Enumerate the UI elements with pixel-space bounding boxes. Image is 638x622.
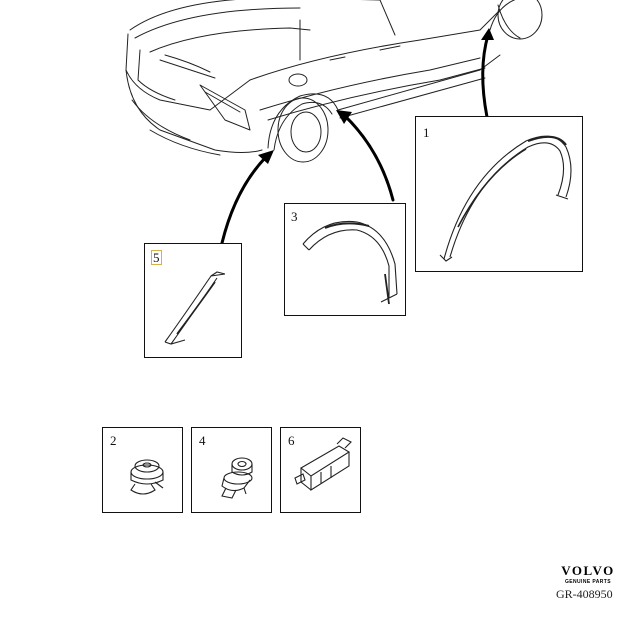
wheel-arch-extension-icon [302, 220, 398, 305]
screw-clip-icon [221, 457, 253, 499]
callout-2: 2 [110, 433, 117, 448]
arrow-part3 [343, 114, 395, 202]
volvo-genuine-parts-logo: VOLVO GENUINE PARTS [556, 563, 620, 585]
callout-3: 3 [291, 209, 298, 224]
brand-wordmark: VOLVO [561, 563, 615, 578]
clip-icon [130, 459, 164, 495]
retainer-clip-icon [294, 437, 352, 491]
part-3-box: 3 [284, 203, 406, 316]
part-6-box: 6 [280, 427, 361, 513]
arrow-part1 [481, 33, 490, 119]
part-4-box: 4 [191, 427, 272, 513]
arrow-part5 [220, 156, 267, 245]
part-5-box: 5 [144, 243, 242, 358]
callout-4: 4 [199, 433, 206, 448]
part-1-box: 1 [415, 116, 583, 272]
brand-tagline: GENUINE PARTS [565, 579, 611, 585]
callout-6: 6 [288, 433, 295, 448]
trim-strip-icon [164, 271, 226, 345]
callout-1: 1 [423, 125, 430, 140]
wheel-arch-moulding-icon [439, 135, 572, 262]
part-2-box: 2 [102, 427, 183, 513]
callout-5: 5 [151, 250, 162, 265]
reference-code: GR-408950 [556, 587, 613, 601]
